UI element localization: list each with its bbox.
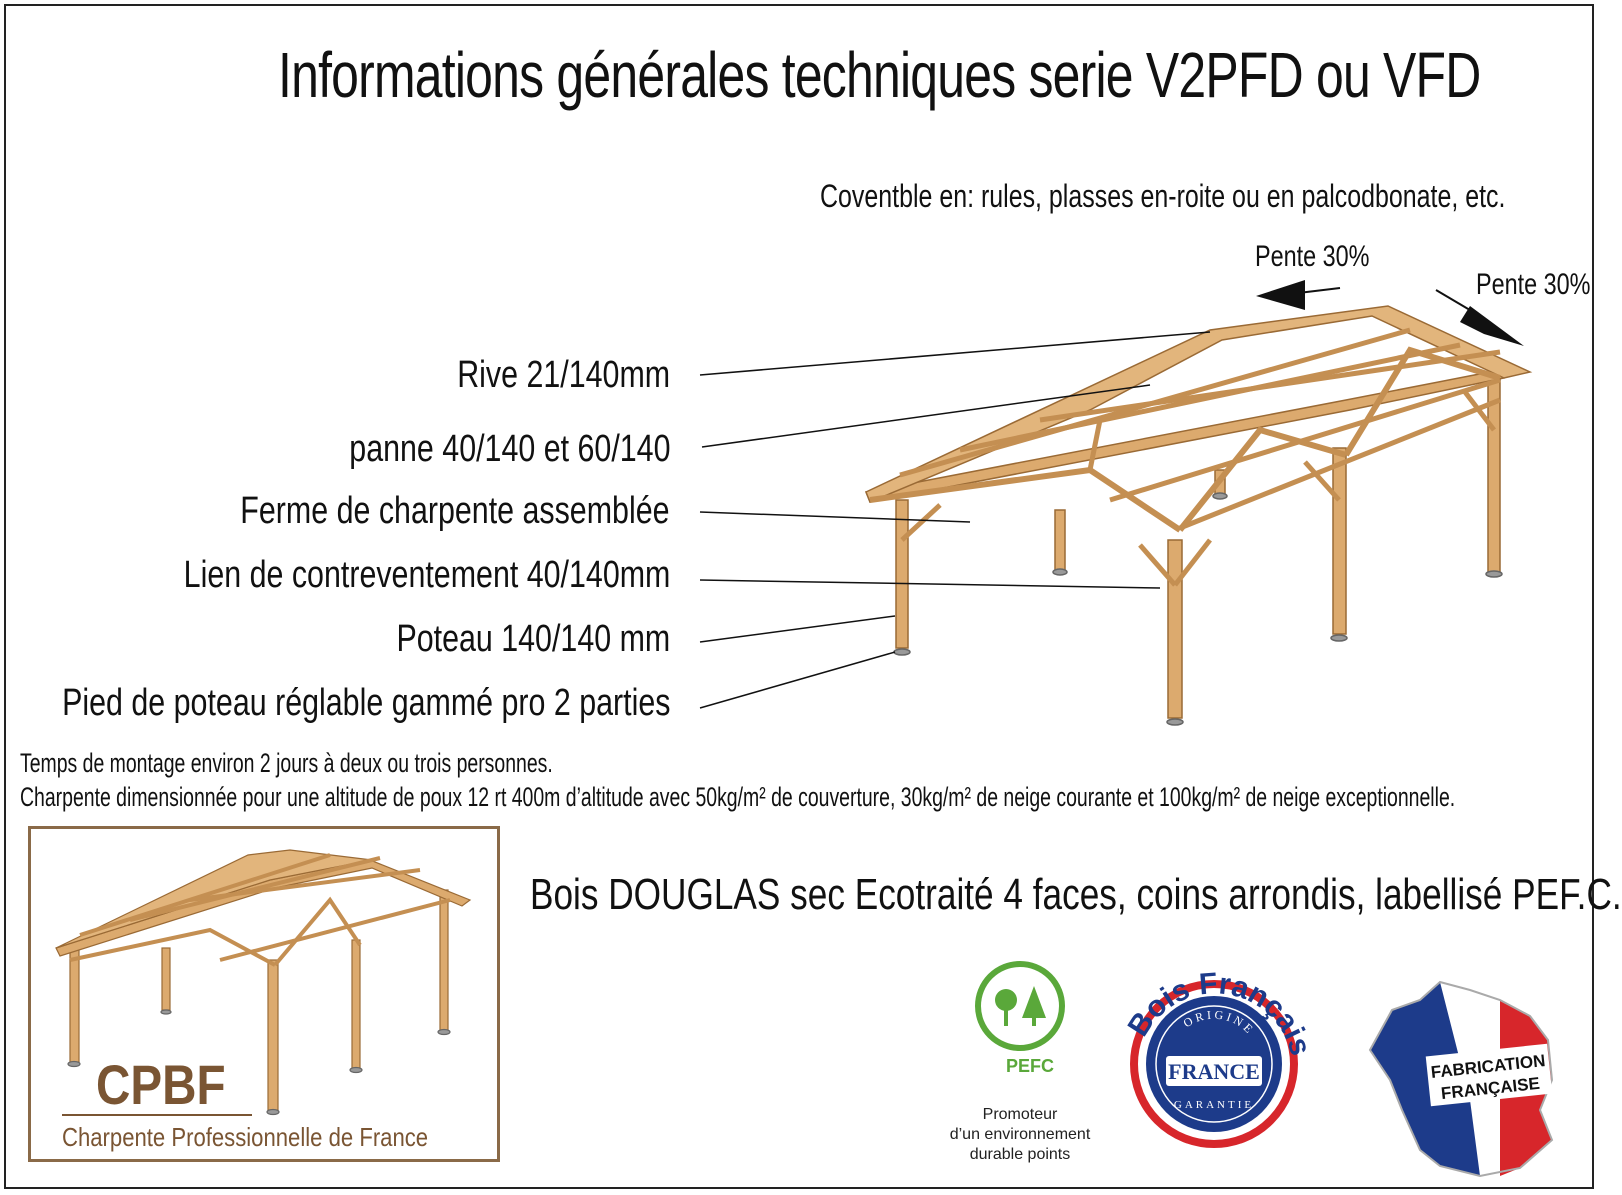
page-frame bbox=[4, 4, 1594, 1189]
slope-arrow-left bbox=[1256, 280, 1341, 310]
label-rive: Rive 21/140mm bbox=[457, 354, 670, 396]
label-poteau: Poteau 140/140 mm bbox=[396, 618, 670, 660]
badge-france-text: FRANCE bbox=[1168, 1059, 1260, 1084]
slope-label-left: Pente 30% bbox=[1255, 240, 1370, 273]
slope-label-right: Pente 30% bbox=[1476, 268, 1591, 301]
brand-name: CPBF bbox=[96, 1053, 226, 1116]
leader-rive bbox=[699, 331, 1211, 376]
pefc-logo-text: PEFC bbox=[1006, 1056, 1054, 1076]
leader-panne bbox=[701, 384, 1151, 448]
slope-arrow-right bbox=[1435, 289, 1524, 346]
badge-garantie-text: GARANTIE bbox=[1174, 1099, 1254, 1111]
note-charpente: Charpente dimensionnée pour une altitude… bbox=[20, 782, 1456, 812]
cpbf-logo-image bbox=[55, 849, 472, 1116]
label-pied: Pied de poteau réglable gammé pro 2 part… bbox=[61, 682, 670, 724]
bois-francais-badge: Bois Français ORIGINE FRANCE GARANTIE bbox=[1122, 967, 1317, 1148]
leader-ferme bbox=[699, 511, 971, 523]
leader-lien bbox=[699, 579, 1161, 589]
page-title: Informations générales techniques serie … bbox=[278, 39, 1481, 111]
cpbf-logo-box bbox=[28, 826, 500, 1162]
brand-divider bbox=[62, 1114, 252, 1116]
label-panne: panne 40/140 et 60/140 bbox=[348, 428, 670, 470]
pefc-line-3: durable points bbox=[969, 1146, 1071, 1163]
cover-note: Coventble en: rules, plasses en-roite ou… bbox=[820, 178, 1506, 214]
post-front-mid bbox=[1167, 539, 1183, 719]
pefc-line-1: Promoteur bbox=[982, 1106, 1058, 1123]
carport-illustration bbox=[864, 305, 1533, 726]
label-lien: Lien de contreventement 40/140mm bbox=[183, 554, 670, 596]
post-back-left bbox=[1054, 509, 1066, 571]
fabrication-francaise-badge: FABRICATION FRANÇAISE bbox=[1368, 980, 1554, 1178]
note-montage: Temps de montage environ 2 jours à deux … bbox=[20, 748, 553, 778]
brand-subtitle: Charpente Professionnelle de France bbox=[62, 1122, 429, 1152]
leader-poteau bbox=[699, 615, 896, 643]
post-front-left bbox=[895, 499, 909, 649]
wood-info: Bois DOUGLAS sec Ecotraité 4 faces, coin… bbox=[530, 870, 1622, 919]
label-ferme: Ferme de charpente assemblée bbox=[240, 490, 670, 532]
pefc-logo: PEFC bbox=[975, 961, 1065, 1076]
leader-lines bbox=[699, 331, 1211, 709]
leader-pied bbox=[699, 651, 896, 709]
pefc-line-2: d’un environnement bbox=[949, 1126, 1091, 1143]
post-front-right bbox=[1332, 447, 1347, 635]
roof-frame bbox=[865, 305, 1533, 503]
